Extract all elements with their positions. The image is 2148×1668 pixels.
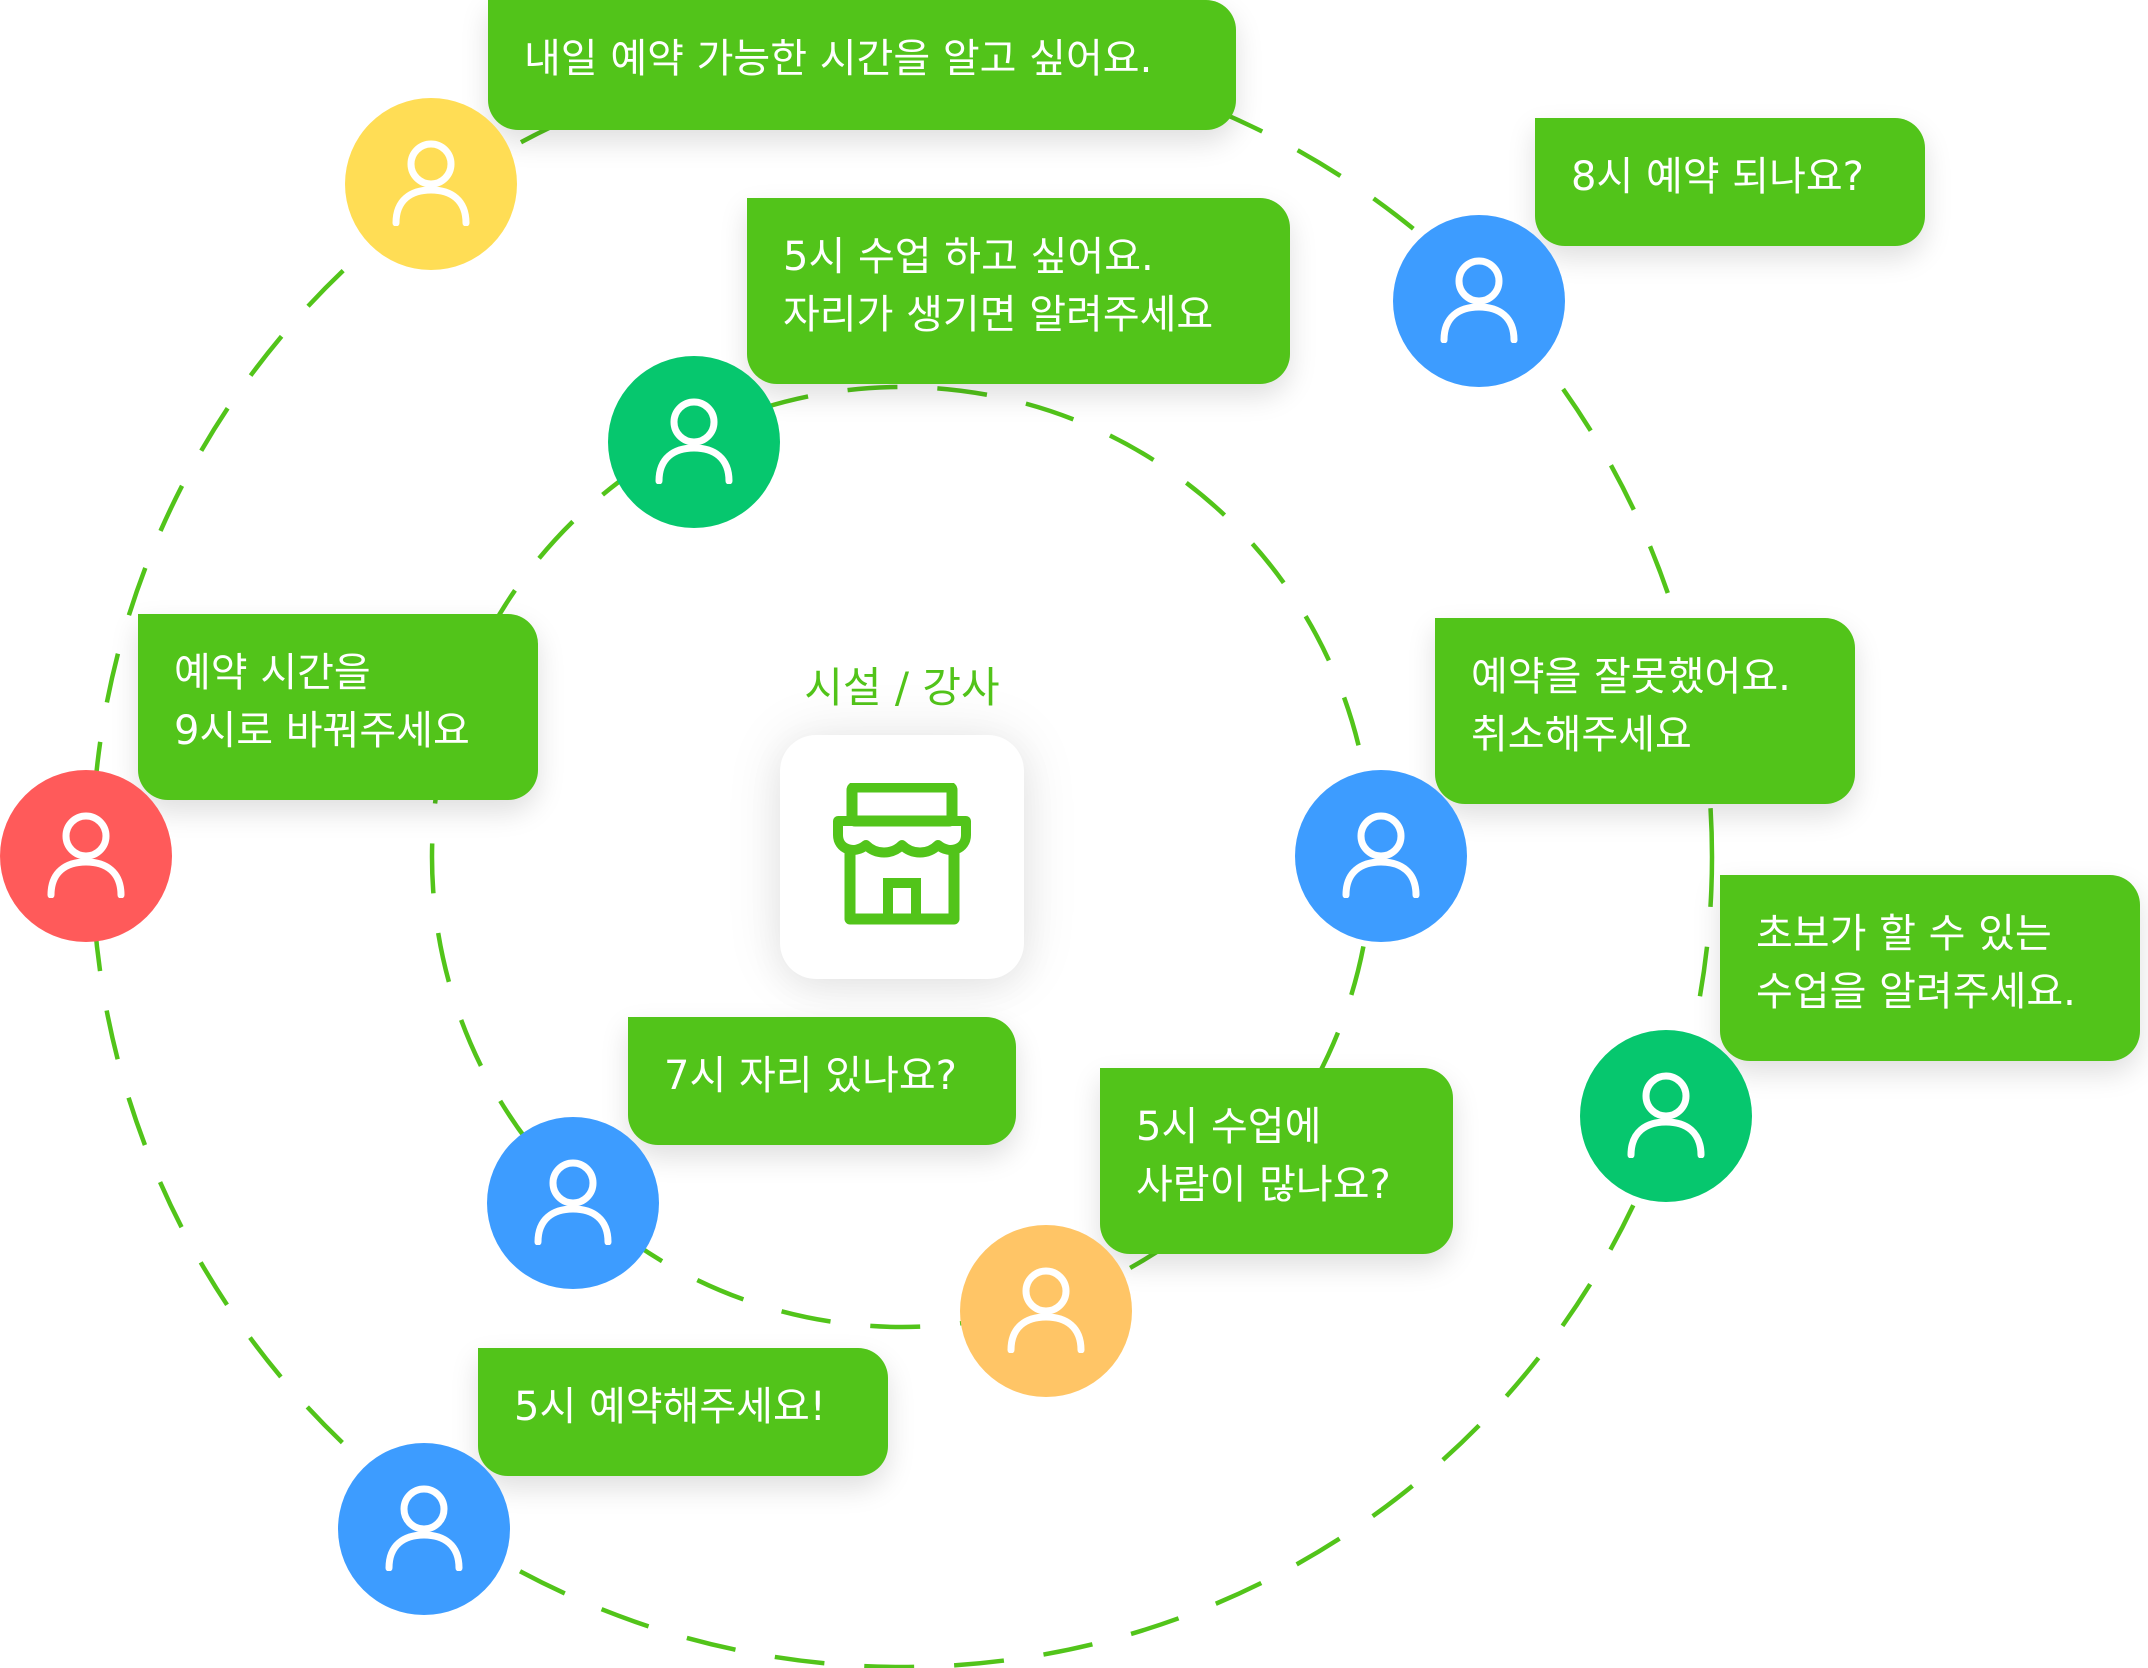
user-icon [1007, 1267, 1085, 1353]
center-label: 시설 / 강사 [804, 663, 1000, 712]
center-tile [780, 735, 1024, 979]
bubble-text: 9시로 바꿔주세요 [174, 708, 470, 754]
customer-avatar [1393, 215, 1565, 387]
user-icon [1342, 812, 1420, 898]
customer-avatar [960, 1225, 1132, 1397]
user-icon [385, 1485, 463, 1571]
chat-bubble: 예약을 잘못했어요. 취소해주세요 [1435, 618, 1855, 804]
chat-bubble: 8시 예약 되나요? [1535, 118, 1925, 246]
user-icon [392, 140, 470, 226]
chat-bubble: 5시 수업 하고 싶어요. 자리가 생기면 알려주세요 [747, 198, 1290, 384]
customer-avatar [1580, 1030, 1752, 1202]
customer-avatar [1295, 770, 1467, 942]
chat-bubble: 7시 자리 있나요? [628, 1017, 1016, 1145]
bubble-text: 취소해주세요 [1471, 712, 1692, 758]
customer-avatar [338, 1443, 510, 1615]
bubble-text: 5시 예약해주세요! [514, 1384, 826, 1430]
user-icon [1440, 257, 1518, 343]
customer-avatar [345, 98, 517, 270]
bubble-text: 5시 수업 하고 싶어요. [783, 234, 1154, 280]
bubble-text: 자리가 생기면 알려주세요 [783, 292, 1214, 338]
chat-bubble: 내일 예약 가능한 시간을 알고 싶어요. [488, 0, 1236, 130]
bubble-text: 초보가 할 수 있는 [1756, 911, 2052, 957]
chat-bubble: 5시 예약해주세요! [478, 1348, 888, 1476]
bubble-text: 예약을 잘못했어요. [1471, 654, 1791, 700]
bubble-text: 7시 자리 있나요? [664, 1053, 957, 1099]
user-icon [655, 398, 733, 484]
customer-avatar [0, 770, 172, 942]
bubble-text: 5시 수업에 [1136, 1104, 1322, 1150]
bubble-text: 예약 시간을 [174, 650, 371, 696]
store-icon [833, 783, 971, 925]
user-icon [47, 812, 125, 898]
bubble-text: 8시 예약 되나요? [1571, 154, 1864, 200]
user-icon [1627, 1072, 1705, 1158]
bubble-text: 사람이 많나요? [1136, 1162, 1391, 1208]
chat-bubble: 예약 시간을 9시로 바꿔주세요 [138, 614, 538, 800]
chat-bubble: 초보가 할 수 있는 수업을 알려주세요. [1720, 875, 2140, 1061]
customer-avatar [487, 1117, 659, 1289]
customer-avatar [608, 356, 780, 528]
bubble-text: 수업을 알려주세요. [1756, 969, 2076, 1015]
user-icon [534, 1159, 612, 1245]
bubble-text: 내일 예약 가능한 시간을 알고 싶어요. [524, 36, 1153, 82]
chat-bubble: 5시 수업에 사람이 많나요? [1100, 1068, 1453, 1254]
